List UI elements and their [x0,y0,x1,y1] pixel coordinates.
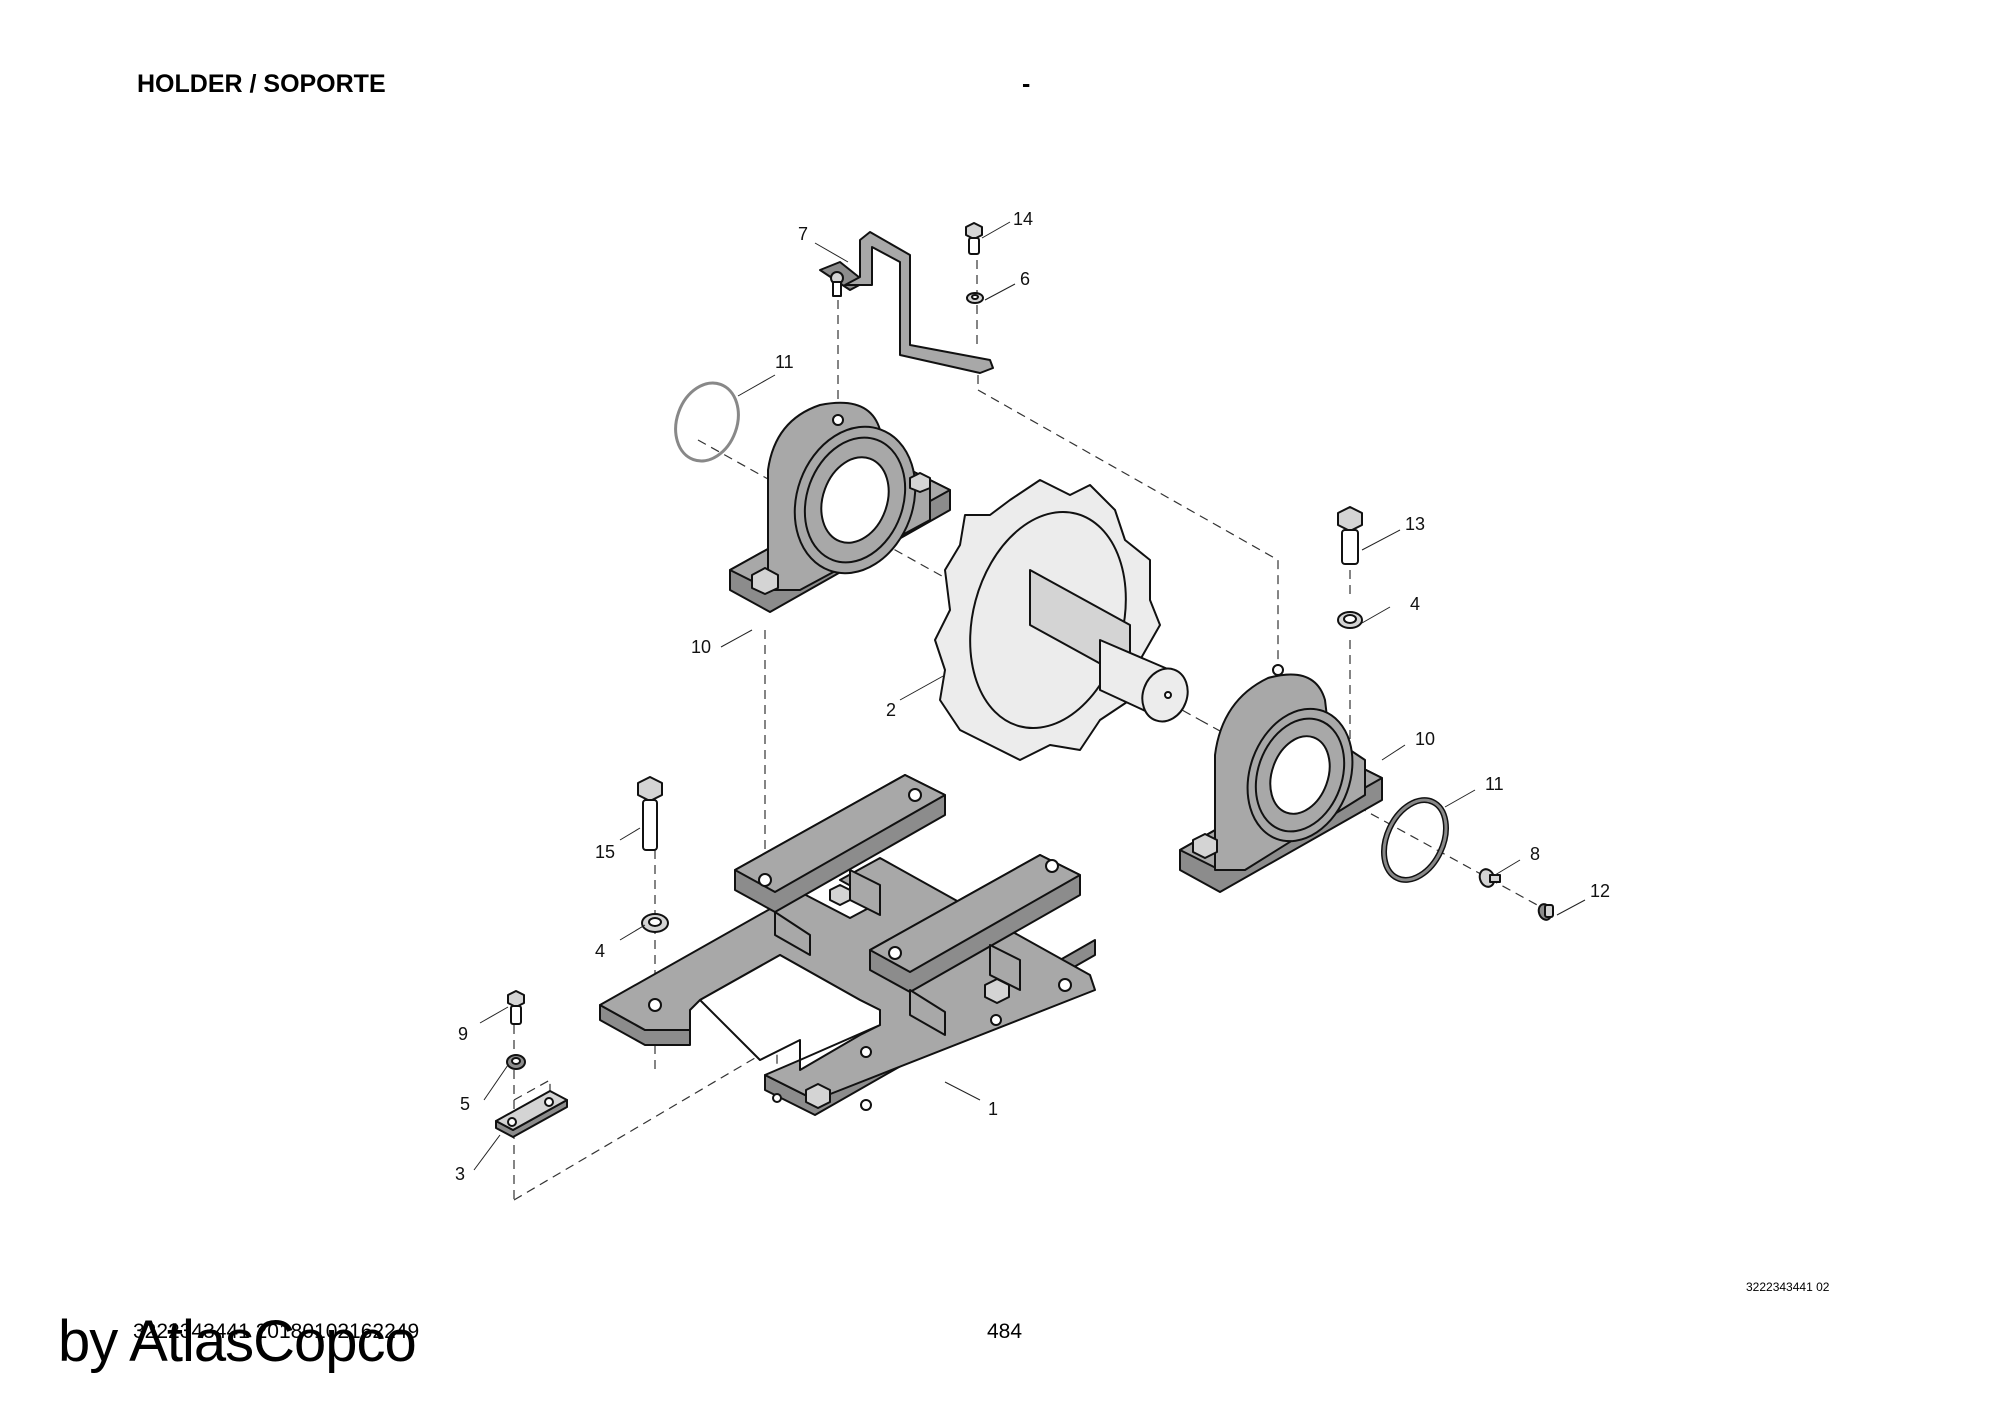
part-5-washer [506,1054,526,1070]
part-2-sprocket-shaft [934,479,1189,761]
callout-12: 12 [1590,881,1610,901]
callout-10-right: 10 [1415,729,1435,749]
callout-11-right: 11 [1485,774,1504,794]
part-4-washer-lower [641,913,669,933]
callout-11-left: 11 [775,352,794,372]
watermark: by AtlasCopco [58,1309,417,1374]
callout-5: 5 [460,1094,470,1114]
page-title: HOLDER / SOPORTE [137,70,386,98]
callout-13: 13 [1405,514,1425,534]
part-4-washer-upper [1337,611,1363,629]
drawing-code: 3222343441 02 [1746,1280,1830,1294]
callout-4-upper: 4 [1410,594,1420,614]
part-12-plug [1537,903,1554,921]
callout-8: 8 [1530,844,1540,864]
part-7-bracket [819,231,994,374]
callout-15: 15 [595,842,615,862]
callout-leader-lines [473,221,1586,1171]
part-10-bearing-left [729,401,951,613]
part-8-grease-nipple [1478,868,1501,888]
document-code: 3222343441 20180102162249 [133,1320,420,1343]
callout-9: 9 [458,1024,468,1044]
callout-10-left: 10 [691,637,711,657]
callout-4-lower: 4 [595,941,605,961]
part-13-bolt [1337,506,1363,565]
callout-14: 14 [1013,209,1033,229]
part-14-bolt [965,222,983,255]
callout-1: 1 [988,1099,998,1119]
part-15-bolt [637,776,663,851]
part-11-circlip-left [674,381,740,463]
part-1-base-frame [599,774,1096,1116]
callout-7: 7 [798,224,808,244]
part-6-washer [966,292,984,304]
callout-2: 2 [886,700,896,720]
part-10-bearing-right [1179,664,1383,893]
part-11-circlip-right [1381,797,1449,883]
part-3-plate [495,1090,568,1138]
part-9-bolt [507,990,525,1025]
callout-labels: 7 14 6 11 10 2 13 4 10 11 8 12 15 4 9 5 … [455,209,1610,1184]
header-separator: - [1022,70,1031,98]
page-number: 484 [987,1320,1023,1343]
callout-6: 6 [1020,269,1030,289]
callout-3: 3 [455,1164,465,1184]
